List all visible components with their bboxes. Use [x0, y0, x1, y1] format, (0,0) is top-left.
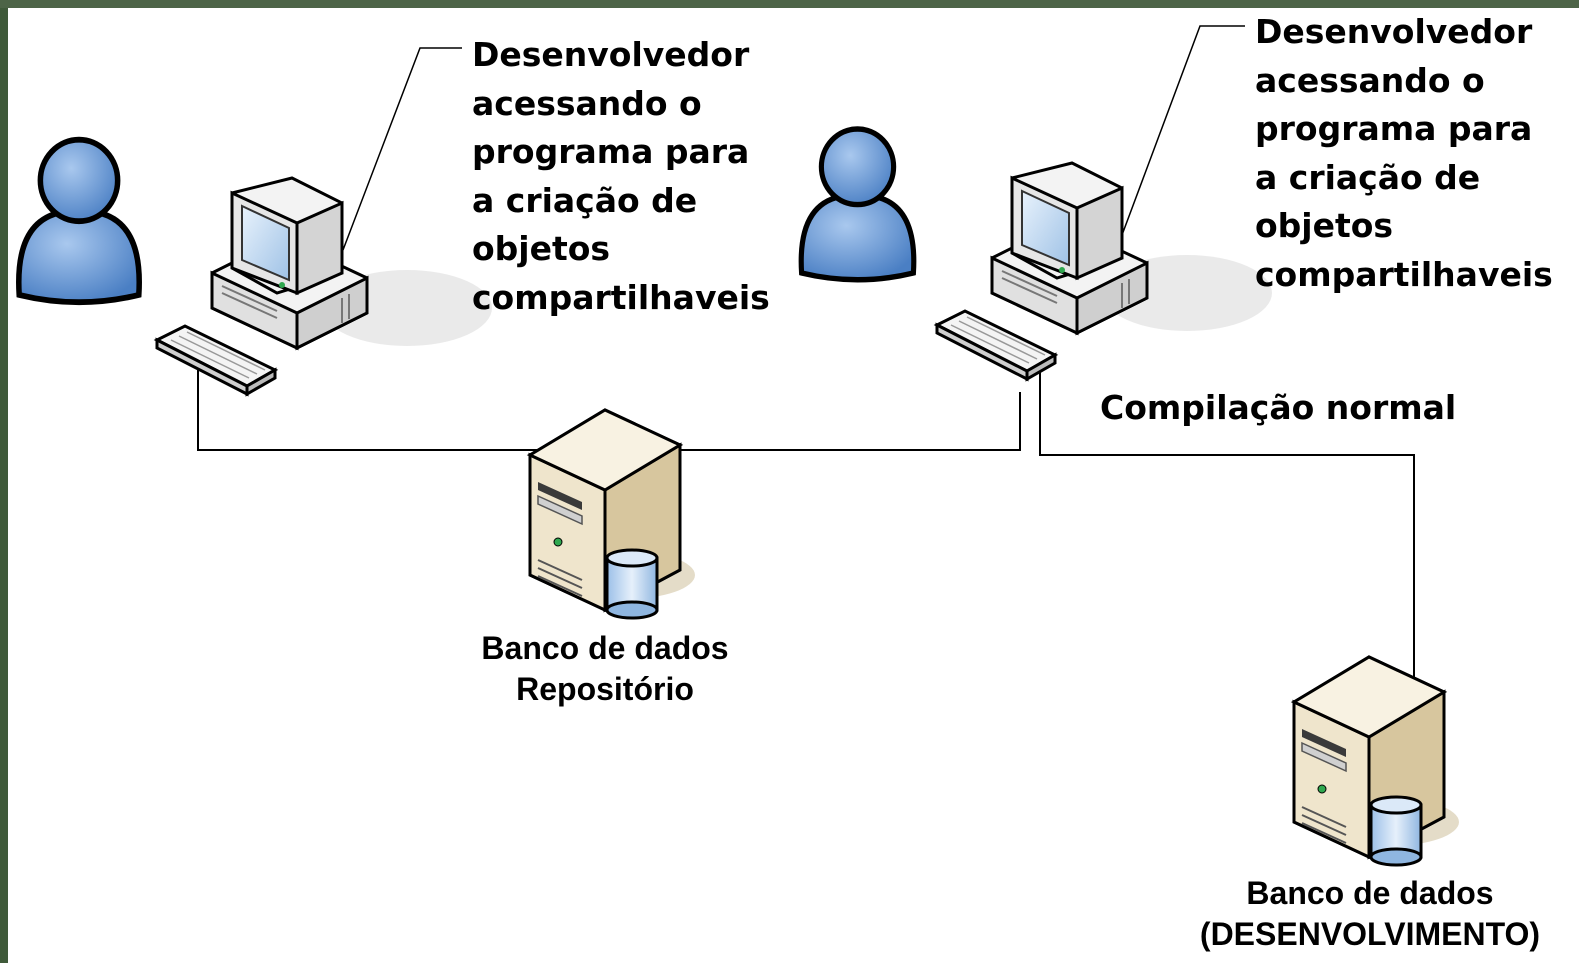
callout-right-line: objetos — [1255, 206, 1394, 245]
callout-right-line: programa para — [1255, 109, 1533, 148]
callout-right-line: acessando o — [1255, 60, 1485, 100]
top-edge-strip — [0, 0, 1579, 8]
left-edge-strip — [0, 0, 8, 963]
user-icon — [801, 129, 914, 280]
computer-icon — [155, 176, 494, 396]
callout-left-leader — [342, 47, 462, 251]
callout-right-line: Desenvolvedor — [1255, 12, 1533, 51]
server-icon — [1292, 655, 1461, 867]
callout-right-leader — [1121, 25, 1245, 236]
callout-left-line: compartilhaveis — [472, 277, 770, 317]
repository-server-label: Banco de dados Repositório — [455, 628, 755, 710]
repository-server-label-line: Banco de dados — [481, 630, 729, 666]
callout-left-text: Desenvolvedor acessando o programa para … — [472, 31, 770, 322]
callout-left-line: acessando o — [472, 83, 702, 123]
server-icon — [528, 408, 697, 620]
callout-right-line: a criação de — [1255, 157, 1481, 197]
callout-left-line: a criação de — [472, 180, 698, 220]
user-icon — [19, 140, 139, 302]
callout-right-line: compartilhaveis — [1255, 254, 1553, 294]
computer-icon — [935, 161, 1274, 381]
callout-left-line: objetos — [472, 229, 611, 268]
compile-label: Compilação normal — [1100, 388, 1457, 427]
development-server-label: Banco de dados (DESENVOLVIMENTO) — [1180, 873, 1560, 955]
callout-left-line: programa para — [472, 132, 750, 171]
callout-left-line: Desenvolvedor — [472, 35, 750, 74]
callout-right-text: Desenvolvedor acessando o programa para … — [1255, 8, 1553, 299]
development-server-label-line: (DESENVOLVIMENTO) — [1199, 916, 1541, 952]
repository-server-label-line: Repositório — [516, 671, 694, 707]
development-server-label-line: Banco de dados — [1246, 875, 1494, 911]
development-connector — [1039, 350, 1415, 850]
